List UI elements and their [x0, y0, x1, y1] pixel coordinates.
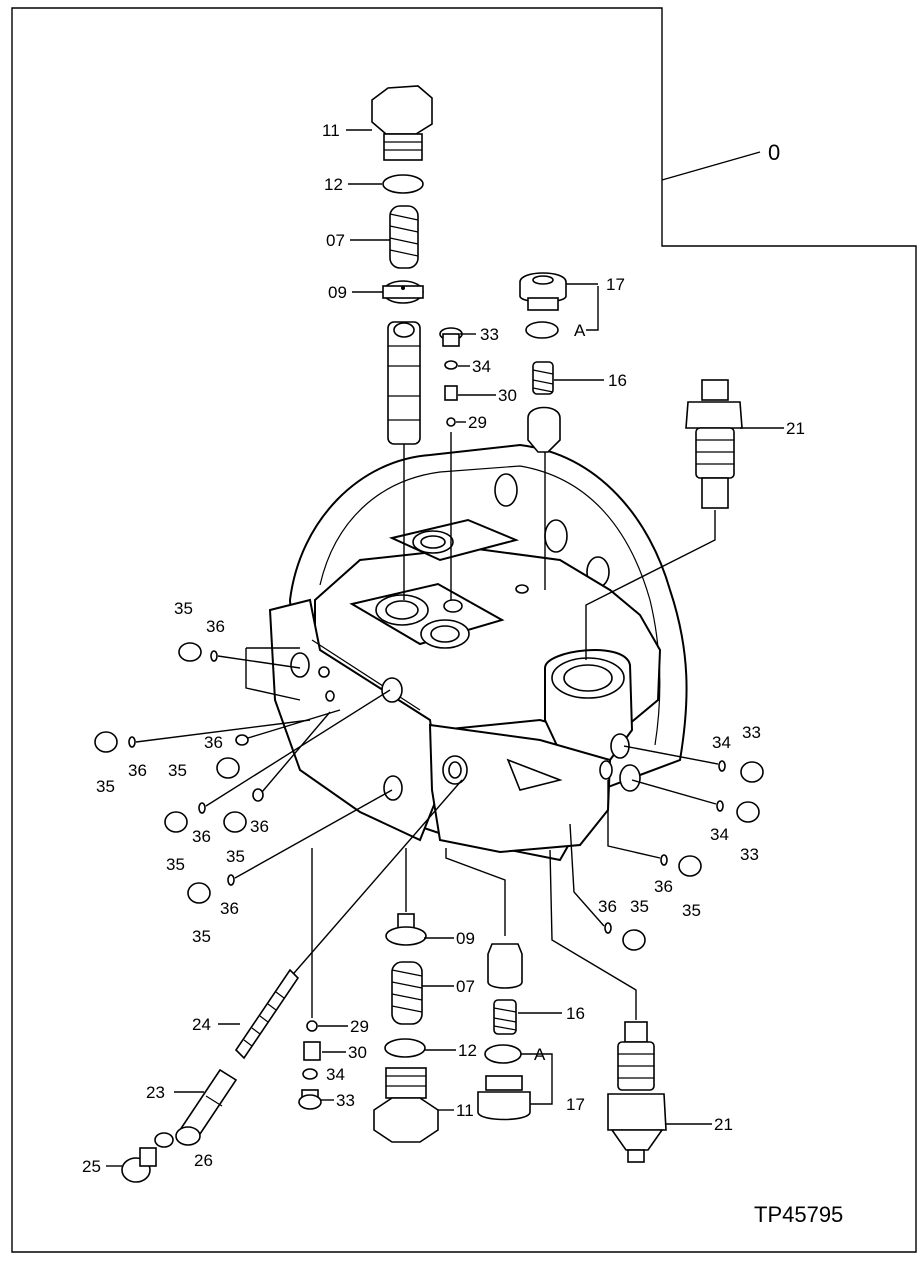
bottom-leader-poppet [445, 848, 506, 936]
callout-21: 21 [714, 1115, 733, 1134]
callout-35: 35 [166, 855, 185, 874]
callout-35: 35 [168, 761, 187, 780]
plug-25 [121, 1147, 157, 1183]
callout-34: 34 [472, 357, 491, 376]
plug-11-bottom [373, 1067, 439, 1143]
callout-34: 34 [712, 733, 731, 752]
callout-35: 35 [226, 847, 245, 866]
poppet-top [527, 406, 561, 453]
figure-id: TP45795 [754, 1202, 843, 1227]
oring-34-bottom [302, 1068, 318, 1080]
callout-23: 23 [146, 1083, 165, 1102]
oring-A-bottom [484, 1044, 522, 1064]
callout-leaders [106, 129, 784, 1167]
ball-29-bottom [306, 1020, 318, 1032]
callout-33: 33 [336, 1091, 355, 1110]
callout-21: 21 [786, 419, 805, 438]
callout-26: 26 [194, 1151, 213, 1170]
spool-top [387, 321, 421, 445]
plug-17-top [519, 272, 567, 311]
oring-12-bottom [384, 1038, 426, 1058]
callout-11: 11 [456, 1101, 474, 1120]
oring-26 [154, 1132, 174, 1148]
bottom-leader-21 [549, 849, 637, 1020]
callout-30: 30 [348, 1043, 367, 1062]
oring-12-top [382, 174, 424, 194]
plug-17-bottom [477, 1075, 531, 1121]
poppet-bottom [487, 943, 523, 989]
seat-09-top [382, 280, 424, 304]
plug-30-top [444, 385, 458, 401]
callout-25: 25 [82, 1157, 101, 1176]
top-plug-11 [371, 85, 433, 161]
callout-36: 36 [250, 817, 269, 836]
callout-24: 24 [192, 1015, 211, 1034]
callout-36: 36 [192, 827, 211, 846]
callout-35: 35 [630, 897, 649, 916]
assembly-label: 0 [768, 140, 780, 165]
callout-12: 12 [458, 1041, 477, 1060]
spring-24 [234, 968, 300, 1060]
plug-33-bottom [298, 1089, 322, 1110]
spring-07-top [389, 205, 419, 269]
spring-07-bottom [391, 961, 423, 1025]
callout-12: 12 [324, 175, 343, 194]
callout-34: 34 [710, 825, 729, 844]
callout-07: 07 [456, 977, 475, 996]
left-plugs [94, 642, 393, 904]
callout-33: 33 [740, 845, 759, 864]
callout-36: 36 [206, 617, 225, 636]
callout-30: 30 [498, 386, 517, 405]
callout-29: 29 [350, 1017, 369, 1036]
relief-valve-21-top [685, 379, 743, 509]
callout-11: 11 [322, 121, 340, 140]
callout-16: 16 [566, 1004, 585, 1023]
valve-body [268, 443, 688, 862]
callout-29: 29 [468, 413, 487, 432]
spring-16-top [532, 361, 554, 395]
seat-09-bottom [385, 913, 427, 946]
callout-35: 35 [192, 927, 211, 946]
callout-36: 36 [204, 733, 223, 752]
relief-top-leader [585, 510, 716, 660]
callout-36: 36 [128, 761, 147, 780]
ball-29-top [446, 417, 456, 427]
oring-34-top [444, 360, 458, 370]
plug-30-bottom [303, 1041, 321, 1061]
leader-24 [287, 779, 463, 981]
callout-33: 33 [742, 723, 761, 742]
callout-35: 35 [682, 901, 701, 920]
assembly-leader [661, 151, 761, 181]
callout-35: 35 [174, 599, 193, 618]
right-plugs [569, 745, 764, 951]
callout-09: 09 [328, 283, 347, 302]
callout-36: 36 [654, 877, 673, 896]
oring-A-top [525, 321, 559, 339]
callout-17: 17 [566, 1095, 585, 1114]
callout-33: 33 [480, 325, 499, 344]
callout-17: 17 [606, 275, 625, 294]
callout-36: 36 [598, 897, 617, 916]
relief-valve-21-bottom [607, 1021, 667, 1163]
callout-a: A [574, 321, 586, 340]
callout-09: 09 [456, 929, 475, 948]
spool-23 [175, 1068, 238, 1146]
plug-33-top [439, 327, 463, 347]
spring-16-bottom [493, 999, 517, 1035]
callout-36: 36 [220, 899, 239, 918]
diagram-frame [11, 7, 917, 1253]
callout-16: 16 [608, 371, 627, 390]
callout-34: 34 [326, 1065, 345, 1084]
callout-07: 07 [326, 231, 345, 250]
callout-35: 35 [96, 777, 115, 796]
